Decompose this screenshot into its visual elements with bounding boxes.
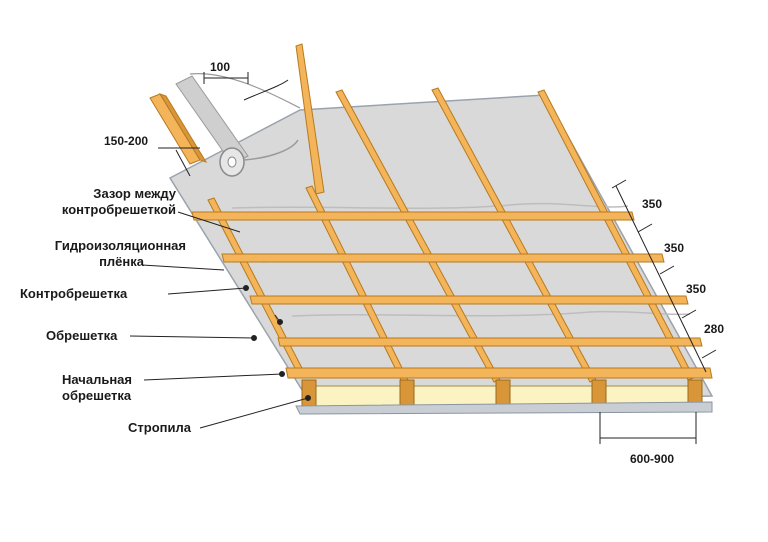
membrane-roll — [175, 73, 301, 177]
rafter-insulation — [313, 385, 693, 409]
spacing-dimension-3: 350 — [686, 282, 707, 296]
rafter-step-dimension: 600-900 — [630, 452, 675, 466]
spacing-dimension-line — [611, 179, 717, 373]
overlap-dimension: 100 — [210, 60, 231, 74]
bottom-board — [295, 401, 713, 415]
rafters — [301, 379, 703, 411]
batten — [249, 295, 689, 305]
loose-counter-batten — [295, 43, 325, 195]
gap-label-line-1: Зазор между — [93, 186, 176, 201]
rafter-end — [149, 93, 208, 165]
spacing-dimension-last: 280 — [704, 322, 725, 336]
starter-batten-label-line-2: обрешетка — [62, 388, 132, 403]
edge-dimension: 150-200 — [104, 134, 149, 148]
spacing-dimension-1: 350 — [642, 197, 663, 211]
batten-label: Обрешетка — [46, 328, 118, 343]
rafter-step-dimension-line — [599, 412, 697, 444]
membrane-label: Гидроизоляционная плёнка — [10, 238, 186, 270]
membrane-overlap-seam — [231, 202, 629, 209]
waterproofing-membrane — [168, 94, 714, 407]
starter-batten — [285, 367, 713, 379]
starter-batten-label: Начальная обрешетка — [62, 372, 132, 404]
gap-label: Зазор между контробрешеткой — [36, 186, 176, 218]
batten — [221, 253, 665, 263]
counter-batten-label: Контробрешетка — [20, 286, 128, 301]
membrane-label-line-2: плёнка — [99, 254, 144, 269]
gap-label-line-2: контробрешеткой — [61, 202, 176, 217]
batten — [277, 337, 703, 347]
leader-lines — [129, 72, 311, 429]
batten — [191, 211, 635, 221]
rafters-label: Стропила — [128, 420, 191, 435]
spacing-dimension-2: 350 — [664, 241, 685, 255]
starter-batten-label-line-1: Начальная — [62, 372, 132, 387]
membrane-label-line-1: Гидроизоляционная — [54, 238, 186, 253]
battens — [191, 211, 713, 379]
counter-battens — [207, 87, 695, 383]
